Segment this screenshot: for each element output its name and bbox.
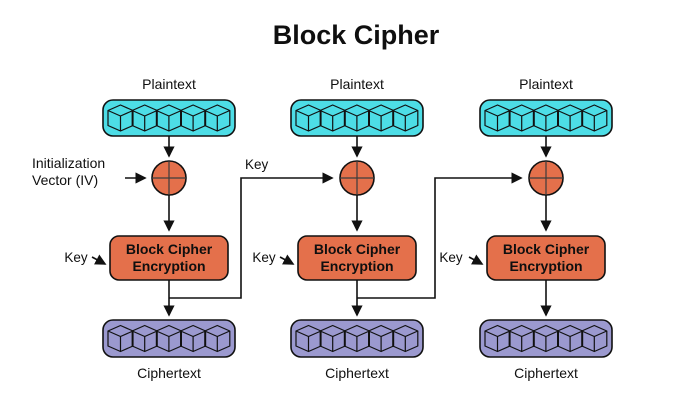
chain-line-2 <box>357 172 523 299</box>
key-label: Key <box>64 250 88 265</box>
diagram-title: Block Cipher <box>273 20 440 50</box>
key-label: Key <box>252 250 276 265</box>
cipher-column-3: Plaintext Key Block Cipher Encryption Ci… <box>439 76 613 381</box>
ciphertext-label: Ciphertext <box>514 365 578 381</box>
encryption-label-line2: Encryption <box>509 258 582 274</box>
ciphertext-label: Ciphertext <box>137 365 201 381</box>
xor-icon <box>528 160 564 196</box>
xor-icon <box>151 160 187 196</box>
chain-line-1 <box>169 172 334 299</box>
cipher-column-2: Plaintext Key Block Cipher Encryption Ci… <box>252 76 424 381</box>
key-label: Key <box>439 250 463 265</box>
encryption-label-line1: Block Cipher <box>314 241 401 257</box>
iv-label-line2: Vector (IV) <box>32 172 98 188</box>
chain-key-label: Key <box>245 157 269 172</box>
encryption-label-line2: Encryption <box>320 258 393 274</box>
iv-label-line1: Initialization <box>32 155 105 171</box>
encryption-label-line1: Block Cipher <box>503 241 590 257</box>
key-arrow <box>91 254 107 265</box>
plaintext-label: Plaintext <box>519 76 573 92</box>
encryption-label-line1: Block Cipher <box>126 241 213 257</box>
key-arrow <box>468 254 484 265</box>
ciphertext-label: Ciphertext <box>325 365 389 381</box>
encryption-label-line2: Encryption <box>132 258 205 274</box>
cipher-column-1: Plaintext Key Block Cipher Encryption Ci… <box>64 76 236 381</box>
xor-icon <box>339 160 375 196</box>
iv-label-group: Initialization Vector (IV) <box>32 155 147 188</box>
plaintext-label: Plaintext <box>142 76 196 92</box>
key-arrow <box>279 254 295 265</box>
plaintext-label: Plaintext <box>330 76 384 92</box>
